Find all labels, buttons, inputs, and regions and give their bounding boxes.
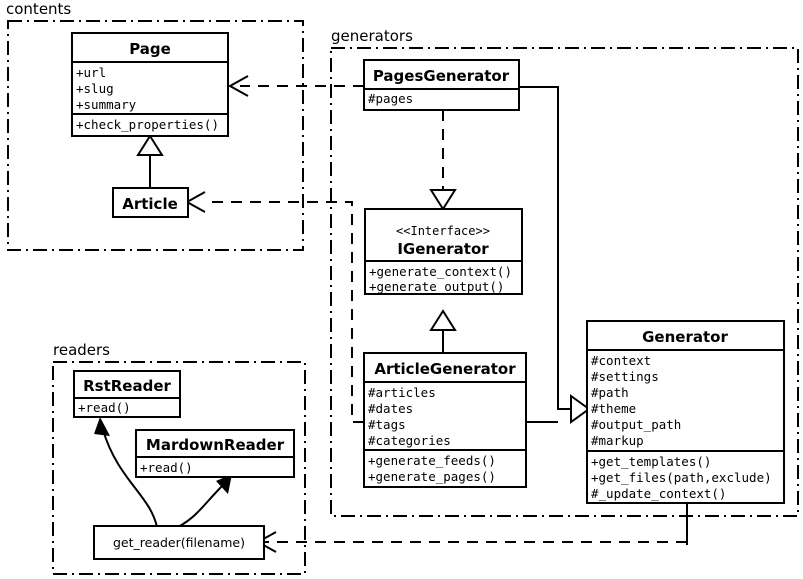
generalization-arrowhead bbox=[570, 394, 591, 424]
package-contents-border bbox=[7, 20, 304, 251]
class-articlegenerator-attribute: #dates bbox=[368, 401, 413, 416]
relation-article-page bbox=[136, 134, 164, 188]
class-generator-method: #_update_context() bbox=[591, 486, 726, 501]
realization-arrowhead bbox=[429, 189, 457, 211]
package-contents: contents bbox=[6, 0, 304, 251]
class-articlegenerator-attribute: #articles bbox=[368, 385, 436, 400]
class-generator-attribute: #markup bbox=[591, 433, 644, 448]
class-page-attribute: +slug bbox=[76, 81, 114, 96]
relation-pagesgenerator-generator bbox=[519, 86, 571, 410]
class-igenerator[interactable]: <<Interface>> IGenerator +generate_conte… bbox=[364, 208, 523, 295]
generalization-arrowhead bbox=[136, 134, 164, 156]
class-articlegenerator-method: +generate_feeds() bbox=[368, 453, 496, 468]
class-generator-name: Generator bbox=[642, 328, 728, 346]
class-articlegenerator-method: +generate_pages() bbox=[368, 469, 496, 484]
class-generator-method: +get_files(path,exclude) bbox=[591, 470, 772, 485]
package-readers-border bbox=[52, 361, 306, 575]
class-articlegenerator-attribute: #categories bbox=[368, 433, 451, 448]
class-article[interactable]: Article bbox=[112, 187, 189, 218]
relation-line bbox=[519, 86, 571, 410]
class-articlegenerator[interactable]: ArticleGenerator #articles #dates #tags … bbox=[363, 352, 527, 488]
class-articlegenerator-frame bbox=[363, 352, 527, 488]
relation-articlegenerator-igenerator bbox=[429, 309, 457, 353]
relation-curve bbox=[177, 483, 225, 528]
package-generators-label: generators bbox=[331, 27, 413, 45]
relation-pagesgenerator-igenerator bbox=[429, 110, 457, 211]
package-generators: generators bbox=[330, 27, 799, 517]
class-igenerator-name: IGenerator bbox=[397, 240, 489, 258]
class-article-name: Article bbox=[122, 195, 178, 213]
relation-curve bbox=[102, 429, 158, 528]
class-page[interactable]: Page +url +slug +summary +check_properti… bbox=[71, 32, 229, 137]
class-generator-attribute: #settings bbox=[591, 369, 659, 384]
class-rstreader-name: RstReader bbox=[83, 377, 171, 395]
function-get_reader[interactable]: get_reader(filename) bbox=[93, 525, 265, 560]
class-rstreader-frame bbox=[73, 370, 181, 418]
relation-articlegenerator-article bbox=[184, 191, 364, 423]
relation-get_reader-rstreader bbox=[94, 417, 158, 528]
class-page-attribute: +summary bbox=[76, 97, 137, 112]
function-get_reader-frame bbox=[93, 525, 265, 560]
class-igenerator-frame bbox=[364, 208, 523, 295]
class-pagesgenerator-attribute: #pages bbox=[368, 91, 413, 106]
class-igenerator-stereotype: <<Interface>> bbox=[396, 224, 490, 238]
creates-arrowhead bbox=[94, 417, 110, 436]
class-generator-attribute: #context bbox=[591, 353, 651, 368]
relation-generator-get_reader bbox=[255, 503, 688, 553]
class-mardownreader-name: MardownReader bbox=[146, 436, 285, 454]
relation-pagesgenerator-page bbox=[227, 75, 364, 97]
class-pagesgenerator-frame bbox=[363, 59, 520, 111]
class-page-method: +check_properties() bbox=[76, 117, 219, 132]
class-generator[interactable]: Generator #context #settings #path #them… bbox=[586, 320, 785, 504]
dependency-arrowhead bbox=[227, 75, 249, 97]
class-page-attribute: +url bbox=[76, 65, 106, 80]
generalization-arrowhead bbox=[429, 309, 457, 331]
class-igenerator-method: +generate_context() bbox=[369, 264, 512, 279]
class-rstreader-method: +read() bbox=[78, 400, 131, 415]
class-generator-attribute: #path bbox=[591, 385, 629, 400]
package-readers-label: readers bbox=[53, 341, 110, 359]
class-generator-method: +get_templates() bbox=[591, 454, 711, 469]
class-pagesgenerator[interactable]: PagesGenerator #pages bbox=[363, 59, 520, 111]
class-mardownreader-frame bbox=[135, 429, 295, 478]
package-readers: readers bbox=[52, 341, 306, 575]
creates-arrowhead bbox=[216, 474, 232, 494]
class-pagesgenerator-name: PagesGenerator bbox=[373, 67, 510, 85]
relation-articlegenerator-generator bbox=[526, 394, 591, 424]
class-igenerator-method: +generate_output() bbox=[369, 279, 504, 294]
class-article-frame bbox=[112, 187, 189, 218]
class-page-name: Page bbox=[129, 40, 171, 58]
dependency-arrowhead bbox=[184, 191, 206, 213]
function-get_reader-label: get_reader(filename) bbox=[113, 535, 245, 550]
class-articlegenerator-attribute: #tags bbox=[368, 417, 406, 432]
class-generator-frame bbox=[586, 320, 785, 504]
relation-line-dashed bbox=[205, 201, 364, 423]
package-contents-label: contents bbox=[6, 0, 71, 18]
class-generator-attribute: #output_path bbox=[591, 417, 681, 432]
class-page-frame bbox=[71, 32, 229, 137]
class-generator-attribute: #theme bbox=[591, 401, 636, 416]
class-mardownreader-method: +read() bbox=[140, 460, 193, 475]
class-rstreader[interactable]: RstReader +read() bbox=[73, 370, 181, 418]
class-articlegenerator-name: ArticleGenerator bbox=[374, 360, 516, 378]
class-mardownreader[interactable]: MardownReader +read() bbox=[135, 429, 295, 478]
relation-get_reader-mardownreader bbox=[177, 474, 232, 528]
